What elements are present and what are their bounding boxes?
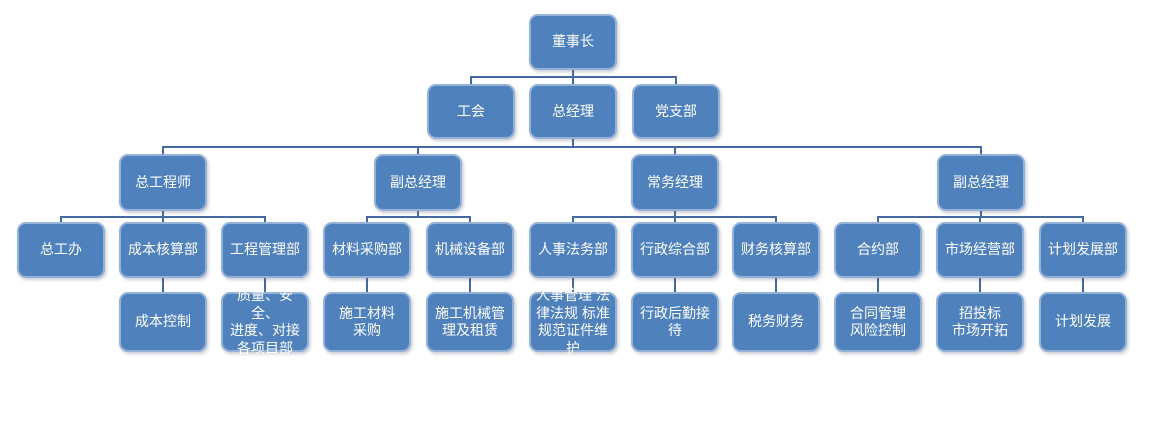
org-node-deputy-general-manager-2: 副总经理 (937, 154, 1025, 211)
org-node-chief-engineer-office: 总工办 (17, 222, 105, 278)
org-node-planning-development-dept: 计划发展部 (1039, 222, 1127, 278)
org-node-contract-risk-mgmt: 合同管理 风险控制 (834, 292, 922, 352)
org-node-material-procurement-dept: 材料采购部 (323, 222, 411, 278)
org-node-admin-comprehensive-dept: 行政综合部 (631, 222, 719, 278)
org-node-bidding-market-dev: 招投标 市场开拓 (936, 292, 1024, 352)
org-node-labor-union: 工会 (427, 84, 515, 139)
org-node-contract-dept: 合约部 (834, 222, 922, 278)
org-node-admin-logistics-reception: 行政后勤接 待 (631, 292, 719, 352)
org-node-market-operation-dept: 市场经营部 (936, 222, 1024, 278)
org-node-deputy-general-manager-1: 副总经理 (374, 154, 462, 211)
org-node-quality-safety-progress: 质量、安全、 进度、对接 各项目部 (221, 287, 309, 356)
org-node-cost-accounting-dept: 成本核算部 (119, 222, 207, 278)
org-node-chairman: 董事长 (529, 14, 617, 70)
org-node-hr-legal-dept: 人事法务部 (529, 222, 617, 278)
org-node-hr-legal-duties: 人事管理 法 律法规 标准 规范证件维护 (529, 287, 617, 356)
org-node-construction-machinery-mgmt: 施工机械管 理及租赁 (426, 292, 514, 352)
org-node-chief-engineer: 总工程师 (119, 154, 207, 211)
org-node-party-branch: 党支部 (632, 84, 720, 139)
org-node-planning-development: 计划发展 (1039, 292, 1127, 352)
org-node-tax-finance: 税务财务 (732, 292, 820, 352)
org-node-machinery-equipment-dept: 机械设备部 (426, 222, 514, 278)
org-node-executive-manager: 常务经理 (631, 154, 719, 211)
org-node-construction-material-procurement: 施工材料 采购 (323, 292, 411, 352)
org-node-engineering-management-dept: 工程管理部 (221, 222, 309, 278)
org-node-general-manager: 总经理 (529, 84, 617, 139)
org-node-cost-control: 成本控制 (119, 292, 207, 352)
org-node-finance-accounting-dept: 财务核算部 (732, 222, 820, 278)
